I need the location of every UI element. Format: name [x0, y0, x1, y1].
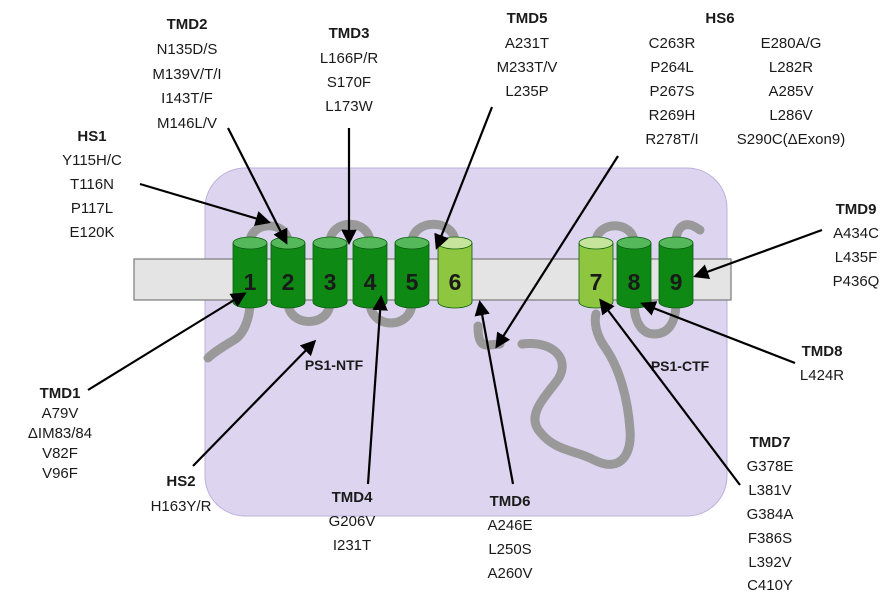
- helix-5: 5: [395, 237, 429, 308]
- hs1-mutation: Y115H/C: [62, 152, 122, 169]
- group-tmd9: TMD9 A434C L435F P436Q: [833, 201, 880, 290]
- helix-6: 6: [438, 237, 472, 308]
- tmd8-mutation: L424R: [800, 367, 844, 384]
- helix-4: 4: [353, 237, 387, 308]
- tmd2-mutation: M146L/V: [157, 115, 217, 132]
- group-tmd2: TMD2 N135D/S M139V/T/I I143T/F M146L/V: [152, 16, 221, 132]
- ntf-label: PS1-NTF: [305, 357, 364, 373]
- tmd3-title: TMD3: [329, 25, 370, 42]
- group-tmd5: TMD5 A231T M233T/V L235P: [497, 10, 558, 100]
- group-tmd1: TMD1 A79V ΔIM83/84 V82F V96F: [28, 385, 92, 482]
- tmd3-mutation: L173W: [325, 98, 373, 115]
- tmd7-mutation: G378E: [747, 458, 794, 475]
- tmd1-mutation: A79V: [42, 405, 79, 422]
- hs6-mutation: P267S: [649, 83, 694, 100]
- tmd6-title: TMD6: [490, 493, 531, 510]
- helix-cap: [659, 237, 693, 249]
- hs6-mutation: A285V: [768, 83, 813, 100]
- tmd2-title: TMD2: [167, 16, 208, 33]
- hs1-mutation: E120K: [69, 224, 114, 241]
- helix-number: 7: [590, 269, 603, 295]
- group-hs6: HS6 C263R P264L P267S R269H R278T/I E280…: [645, 10, 845, 148]
- hs2-mutation: H163Y/R: [151, 498, 212, 515]
- helix-9: 9: [659, 237, 693, 308]
- tmd7-title: TMD7: [750, 434, 791, 451]
- group-hs2: HS2 H163Y/R: [151, 473, 212, 515]
- tmd1-mutation: ΔIM83/84: [28, 425, 92, 442]
- tmd5-title: TMD5: [507, 10, 548, 27]
- tmd7-mutation: L381V: [748, 482, 791, 499]
- tmd1-mutation: V96F: [42, 465, 78, 482]
- group-tmd6: TMD6 A246E L250S A260V: [487, 493, 532, 582]
- tmd9-mutation: P436Q: [833, 273, 880, 290]
- helix-cap: [438, 237, 472, 249]
- tmd4-title: TMD4: [332, 489, 373, 506]
- helix-cap: [313, 237, 347, 249]
- tmd4-mutation: G206V: [329, 513, 376, 530]
- helix-cap: [353, 237, 387, 249]
- helix-number: 1: [244, 269, 257, 295]
- hs6-mutation: R278T/I: [645, 131, 698, 148]
- tmd7-mutation: L392V: [748, 554, 791, 571]
- helix-2: 2: [271, 237, 305, 308]
- helix-number: 3: [324, 269, 337, 295]
- hs6-mutation: E280A/G: [761, 35, 822, 52]
- hs1-title: HS1: [77, 128, 106, 145]
- hs6-mutation: L282R: [769, 59, 813, 76]
- tmd9-mutation: L435F: [835, 249, 878, 266]
- helix-cap: [579, 237, 613, 249]
- tmd1-title: TMD1: [40, 385, 81, 402]
- helix-7: 7: [579, 237, 613, 308]
- membrane-compartment: [205, 168, 727, 516]
- tmd5-mutation: M233T/V: [497, 59, 558, 76]
- helix-number: 9: [670, 269, 683, 295]
- helix-number: 2: [282, 269, 295, 295]
- ctf-label: PS1-CTF: [651, 358, 710, 374]
- hs6-mutation: L286V: [769, 107, 812, 124]
- tmd4-mutation: I231T: [333, 537, 371, 554]
- tmd5-mutation: L235P: [505, 83, 548, 100]
- hs6-title: HS6: [705, 10, 734, 27]
- tmd5-mutation: A231T: [505, 35, 549, 52]
- tmd3-mutation: S170F: [327, 74, 371, 91]
- helix-8: 8: [617, 237, 651, 308]
- tmd1-mutation: V82F: [42, 445, 78, 462]
- helix-cap: [395, 237, 429, 249]
- hs6-mutation: C263R: [649, 35, 696, 52]
- hs1-mutation: P117L: [71, 200, 113, 217]
- hs2-title: HS2: [166, 473, 195, 490]
- tmd9-title: TMD9: [836, 201, 877, 218]
- group-tmd4: TMD4 G206V I231T: [329, 489, 376, 554]
- helix-number: 4: [364, 269, 377, 295]
- hs6-mutation: P264L: [650, 59, 693, 76]
- helix-number: 5: [406, 269, 419, 295]
- tmd7-mutation: F386S: [748, 530, 792, 547]
- hs6-mutation: S290C(ΔExon9): [737, 131, 845, 148]
- hs6-mutation: R269H: [649, 107, 696, 124]
- helix-3: 3: [313, 237, 347, 308]
- tmd8-title: TMD8: [802, 343, 843, 360]
- group-tmd7: TMD7 G378E L381V G384A F386S L392V C410Y: [747, 434, 794, 594]
- hs1-mutation: T116N: [70, 176, 114, 193]
- helix-cap: [617, 237, 651, 249]
- tmd7-mutation: G384A: [747, 506, 794, 523]
- group-tmd3: TMD3 L166P/R S170F L173W: [320, 25, 379, 115]
- helix-number: 8: [628, 269, 641, 295]
- helix-cap: [271, 237, 305, 249]
- tmd6-mutation: A246E: [487, 517, 532, 534]
- tmd2-mutation: N135D/S: [157, 41, 218, 58]
- tmd3-mutation: L166P/R: [320, 50, 379, 67]
- helix-number: 6: [449, 269, 462, 295]
- group-tmd8: TMD8 L424R: [800, 343, 844, 384]
- tmd6-mutation: A260V: [487, 565, 532, 582]
- tmd6-mutation: L250S: [488, 541, 531, 558]
- tmd2-mutation: I143T/F: [161, 90, 213, 107]
- group-hs1: HS1 Y115H/C T116N P117L E120K: [62, 128, 122, 241]
- tmd7-mutation: C410Y: [747, 577, 793, 594]
- tmd2-mutation: M139V/T/I: [152, 66, 221, 83]
- tmd9-mutation: A434C: [833, 225, 879, 242]
- helix-cap: [233, 237, 267, 249]
